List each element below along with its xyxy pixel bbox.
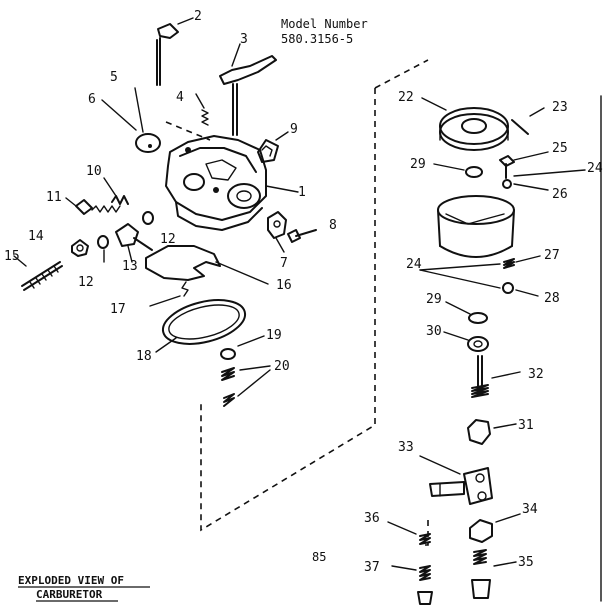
- page-number: 85: [312, 550, 326, 564]
- callout-36: 36: [364, 511, 380, 526]
- screw-part-25: [499, 151, 549, 179]
- float-part-16: [145, 245, 269, 285]
- throttle-lever-part-3: [219, 43, 277, 136]
- part-9: [257, 131, 289, 163]
- spring-part-10: [103, 177, 129, 205]
- model-number-label: Model Number: [281, 17, 368, 31]
- screw-part-37: [391, 565, 433, 605]
- callout-9: 9: [290, 122, 298, 137]
- callout-7: 7: [280, 256, 288, 271]
- callout-13: 13: [122, 259, 138, 274]
- spring-part-36: [387, 521, 431, 545]
- nut-part-31: [467, 419, 517, 445]
- gasket-part-26: [502, 169, 586, 191]
- needle-part-15: [13, 255, 63, 291]
- callout-20: 20: [274, 359, 290, 374]
- bowl-nut-part-22: [421, 97, 509, 151]
- seat-part-19: [220, 335, 265, 360]
- callout-8: 8: [329, 218, 337, 233]
- callout-17: 17: [110, 302, 126, 317]
- callout-1: 1: [298, 185, 306, 200]
- callout-32: 32: [528, 367, 544, 382]
- callout-4: 4: [176, 90, 184, 105]
- callout-35: 35: [518, 555, 534, 570]
- carburetor-body-part-1: [165, 135, 299, 231]
- pin-part-17: [149, 281, 189, 307]
- nut-part-14: [71, 239, 89, 257]
- callout-29b: 29: [426, 292, 442, 307]
- callout-26: 26: [552, 187, 568, 202]
- spring-part-27: [503, 255, 541, 269]
- needle-part-20: [221, 365, 271, 407]
- washer-part-29-lower: [445, 301, 488, 324]
- part-23: [511, 107, 545, 135]
- callout-6: 6: [88, 92, 96, 107]
- dashed-guide-top: [374, 59, 429, 89]
- callout-2: 2: [194, 9, 202, 24]
- callout-25: 25: [552, 141, 568, 156]
- caption-line-2: CARBURETOR: [36, 588, 103, 601]
- callout-37: 37: [364, 560, 380, 575]
- main-needle-part-32: [471, 355, 521, 398]
- callout-10: 10: [86, 164, 102, 179]
- callout-3: 3: [240, 32, 248, 47]
- choke-lever-part-2: [156, 17, 194, 86]
- callout-29a: 29: [410, 157, 426, 172]
- model-number-value: 580.3156-5: [281, 32, 353, 46]
- idle-screw-part-11: [65, 197, 121, 215]
- bowl-gasket-part-18: [155, 299, 247, 353]
- spring-part-4: [195, 93, 209, 126]
- callout-31: 31: [518, 418, 534, 433]
- callout-12a: 12: [160, 232, 176, 247]
- callout-33: 33: [398, 440, 414, 455]
- callout-18: 18: [136, 349, 152, 364]
- callout-24a: 24: [587, 161, 603, 176]
- callout-23: 23: [552, 100, 568, 115]
- arrows-part-24: [419, 263, 501, 289]
- part-28: [502, 282, 539, 297]
- callout-11: 11: [46, 190, 62, 205]
- dashed-guide-bowl: [165, 121, 211, 141]
- fuel-fitting-part-33: [419, 455, 493, 505]
- screw-part-8: [287, 229, 317, 243]
- callout-16: 16: [276, 278, 292, 293]
- choke-plate-part-6: [101, 87, 161, 153]
- callout-14: 14: [28, 229, 44, 244]
- callout-19: 19: [266, 328, 282, 343]
- callout-34: 34: [522, 502, 538, 517]
- nut-part-34: [469, 513, 521, 543]
- caption-line-1: EXPLODED VIEW OF: [18, 574, 124, 587]
- callout-22: 22: [398, 90, 414, 105]
- callout-30: 30: [426, 324, 442, 339]
- dashed-guide-36: [424, 520, 429, 546]
- washer-part-12: [97, 211, 154, 263]
- callout-5: 5: [110, 70, 118, 85]
- callout-12b: 12: [78, 275, 94, 290]
- float-bowl: [437, 195, 515, 258]
- bracket-part-7: [267, 211, 287, 253]
- part-30: [443, 331, 489, 352]
- needle-valve-part-35: [471, 549, 517, 599]
- callout-24b: 24: [406, 257, 422, 272]
- left-assembly-dashed-outline: [200, 88, 376, 532]
- callout-28: 28: [544, 291, 560, 306]
- callout-15: 15: [4, 249, 20, 264]
- callout-27: 27: [544, 248, 560, 263]
- shutoff-valve-part-13: [115, 223, 153, 263]
- washer-part-29-upper: [433, 163, 483, 178]
